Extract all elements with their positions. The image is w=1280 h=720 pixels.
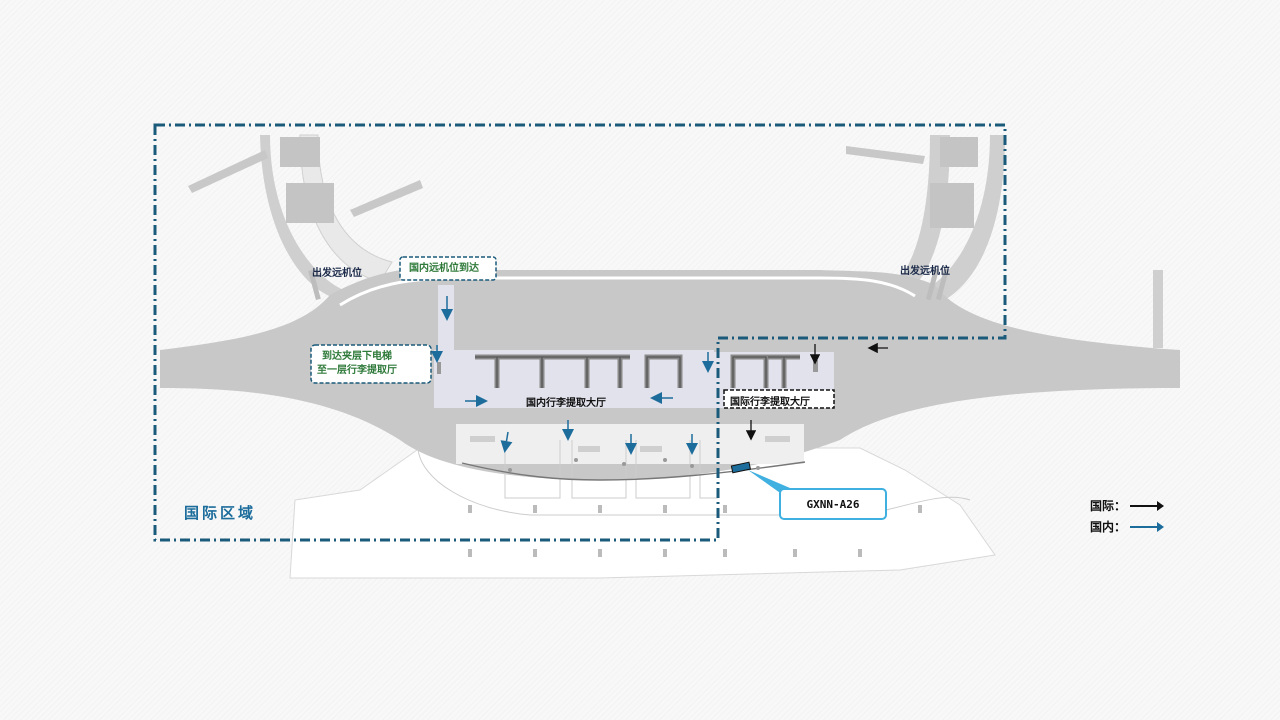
left-gate-block-2 <box>286 183 334 223</box>
domestic-remote-arrival-label: 国内远机位到达 <box>409 263 479 274</box>
right-jetbridge-1 <box>846 146 925 164</box>
location-marker <box>730 461 752 474</box>
domestic-remote-arrival-box <box>399 256 497 281</box>
international-zone-label: 国际区域 <box>184 504 257 522</box>
left-jetbridge-2 <box>350 180 423 217</box>
legend-international-label: 国际： <box>1090 499 1127 513</box>
lower-apron <box>289 447 996 579</box>
international-hall-box <box>723 389 835 409</box>
location-callout[interactable]: GXNN-A26 <box>779 488 887 520</box>
mezzanine-elevator-label-line2: 至一层行李提取厅 <box>317 365 397 376</box>
left-pier <box>260 135 360 300</box>
legend-domestic-arrow-icon <box>1130 521 1165 532</box>
legend-international: 国际： <box>1090 497 1165 514</box>
right-column <box>1153 270 1163 348</box>
left-jetbridge-1 <box>188 150 268 193</box>
vertical-corridor <box>438 285 454 355</box>
right-gate-block-2 <box>930 183 974 228</box>
legend-international-arrow-icon <box>1130 500 1165 511</box>
callout-code: GXNN-A26 <box>806 497 860 511</box>
domestic-baggage-hall-label: 国内行李提取大厅 <box>526 398 606 409</box>
departure-remote-right-label: 出发远机位 <box>900 266 950 277</box>
right-gate-block-1 <box>940 137 978 167</box>
left-gate-block-1 <box>280 137 320 167</box>
legend-domestic-label: 国内： <box>1090 520 1127 534</box>
legend-domestic: 国内： <box>1090 518 1165 535</box>
international-flow-arrows <box>745 342 888 441</box>
arrival-corridor <box>456 424 804 464</box>
departure-remote-left-label: 出发远机位 <box>312 268 362 279</box>
mezzanine-elevator-label-line1: 到达夹层下电梯 <box>322 351 392 362</box>
international-baggage-hall-label: 国际行李提取大厅 <box>730 397 810 408</box>
right-pier <box>870 135 950 302</box>
international-zone-border <box>153 123 1007 542</box>
mezzanine-elevator-box <box>310 344 432 384</box>
domestic-flow-arrows <box>431 296 714 455</box>
